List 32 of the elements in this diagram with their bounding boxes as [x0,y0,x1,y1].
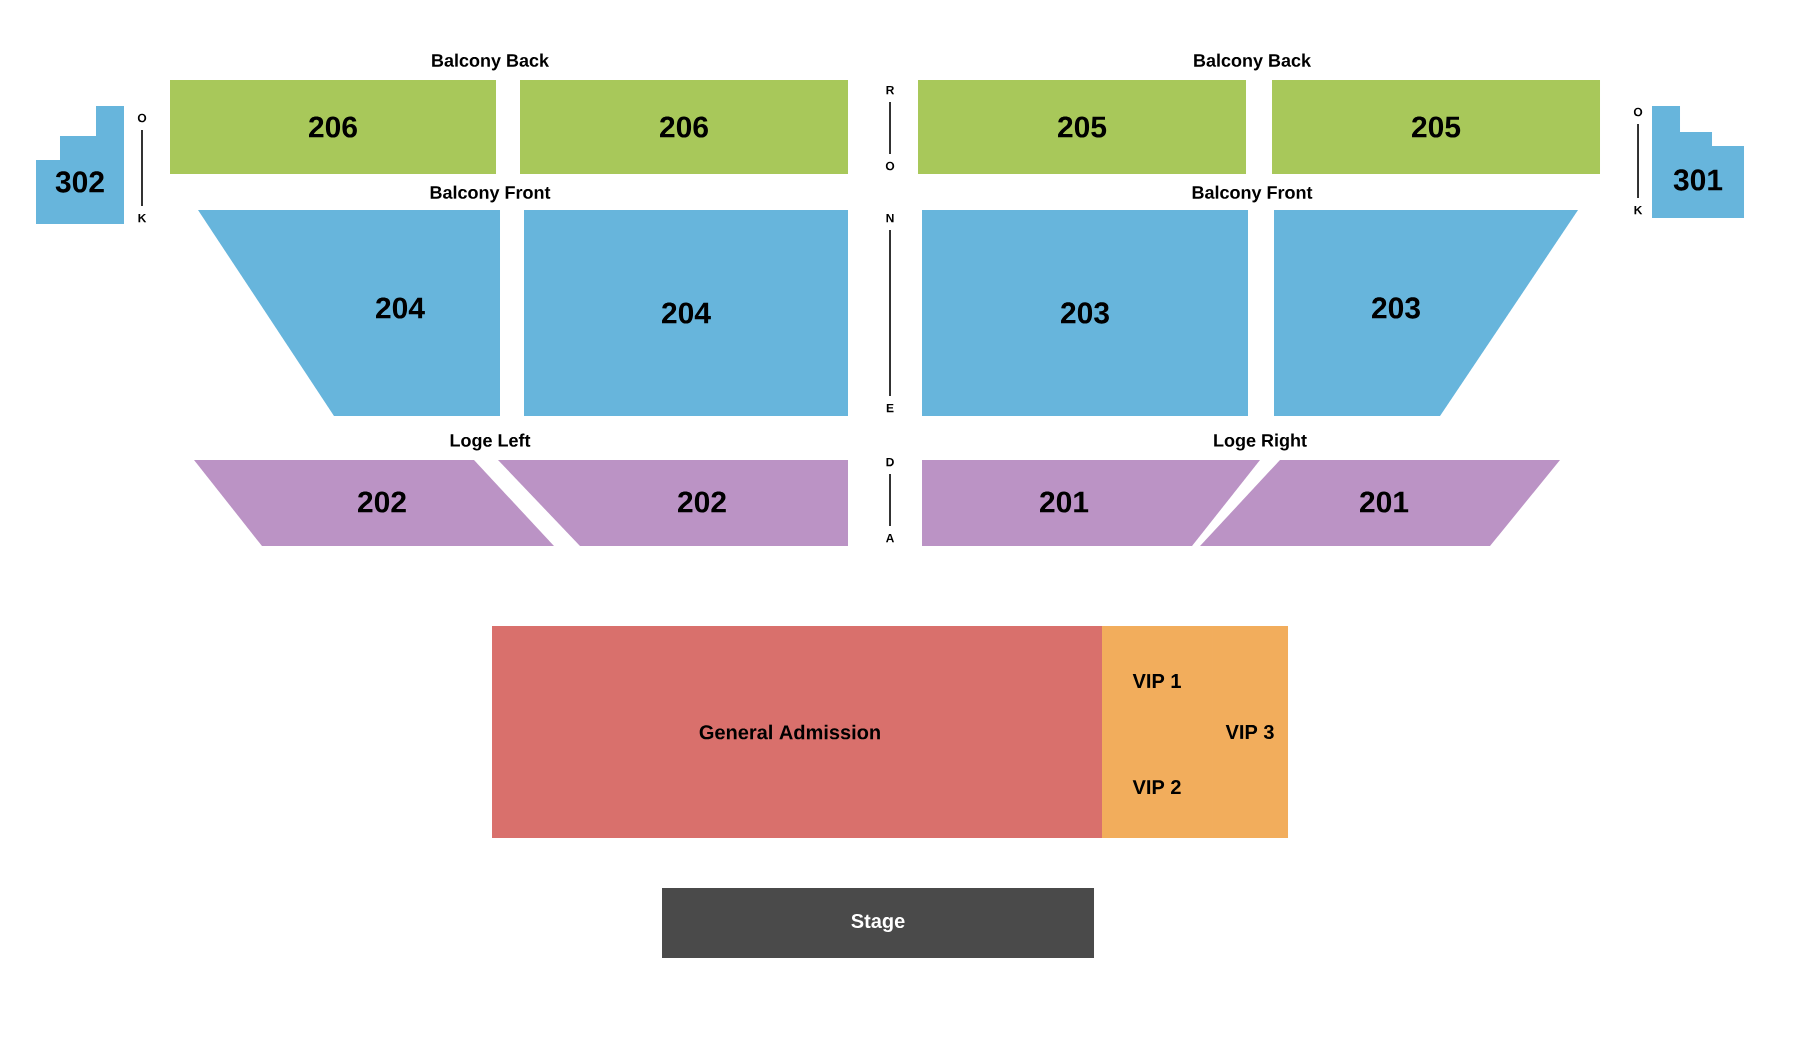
seating-section: 202 [194,460,554,546]
vip-section: VIP 3 [1212,626,1288,838]
seating-section: 204 [198,210,500,416]
seating-section: 203 [922,210,1248,416]
node-label: VIP 3 [1225,724,1274,740]
seating-section: 204 [524,210,848,416]
section-heading: Balcony Front [1192,185,1313,203]
seating-section: 302 [36,106,124,224]
section-heading: Balcony Front [430,185,551,203]
section-heading: Balcony Back [432,53,550,71]
seating-section: 202 [498,460,848,546]
node-label: VIP 2 [1132,780,1181,794]
section-heading: Balcony Back [1194,53,1312,71]
seating-section: 201 [922,460,1260,546]
node-label: 201 [1040,491,1089,513]
seating-section: 201 [1200,460,1560,546]
node-label: VIP 1 [1132,674,1181,688]
vip-section: VIP 1 [1102,626,1212,736]
section-heading: Loge Right [1214,433,1307,451]
vip-section: VIP 2 [1102,736,1212,838]
seating-section: 206 [520,80,848,174]
seating-section: 203 [1274,210,1578,416]
seating-section: 301 [1652,106,1744,218]
node-label: 201 [1360,491,1409,513]
stage: Stage [662,888,1094,958]
general-admission-area: General Admission [492,626,1102,838]
seating-section: 206 [170,80,496,174]
section-heading: Loge Left [450,433,531,451]
seating-section: 205 [918,80,1246,174]
node-label: 202 [358,491,406,513]
node-label: 202 [678,491,726,513]
seating-section: 205 [1272,80,1600,174]
